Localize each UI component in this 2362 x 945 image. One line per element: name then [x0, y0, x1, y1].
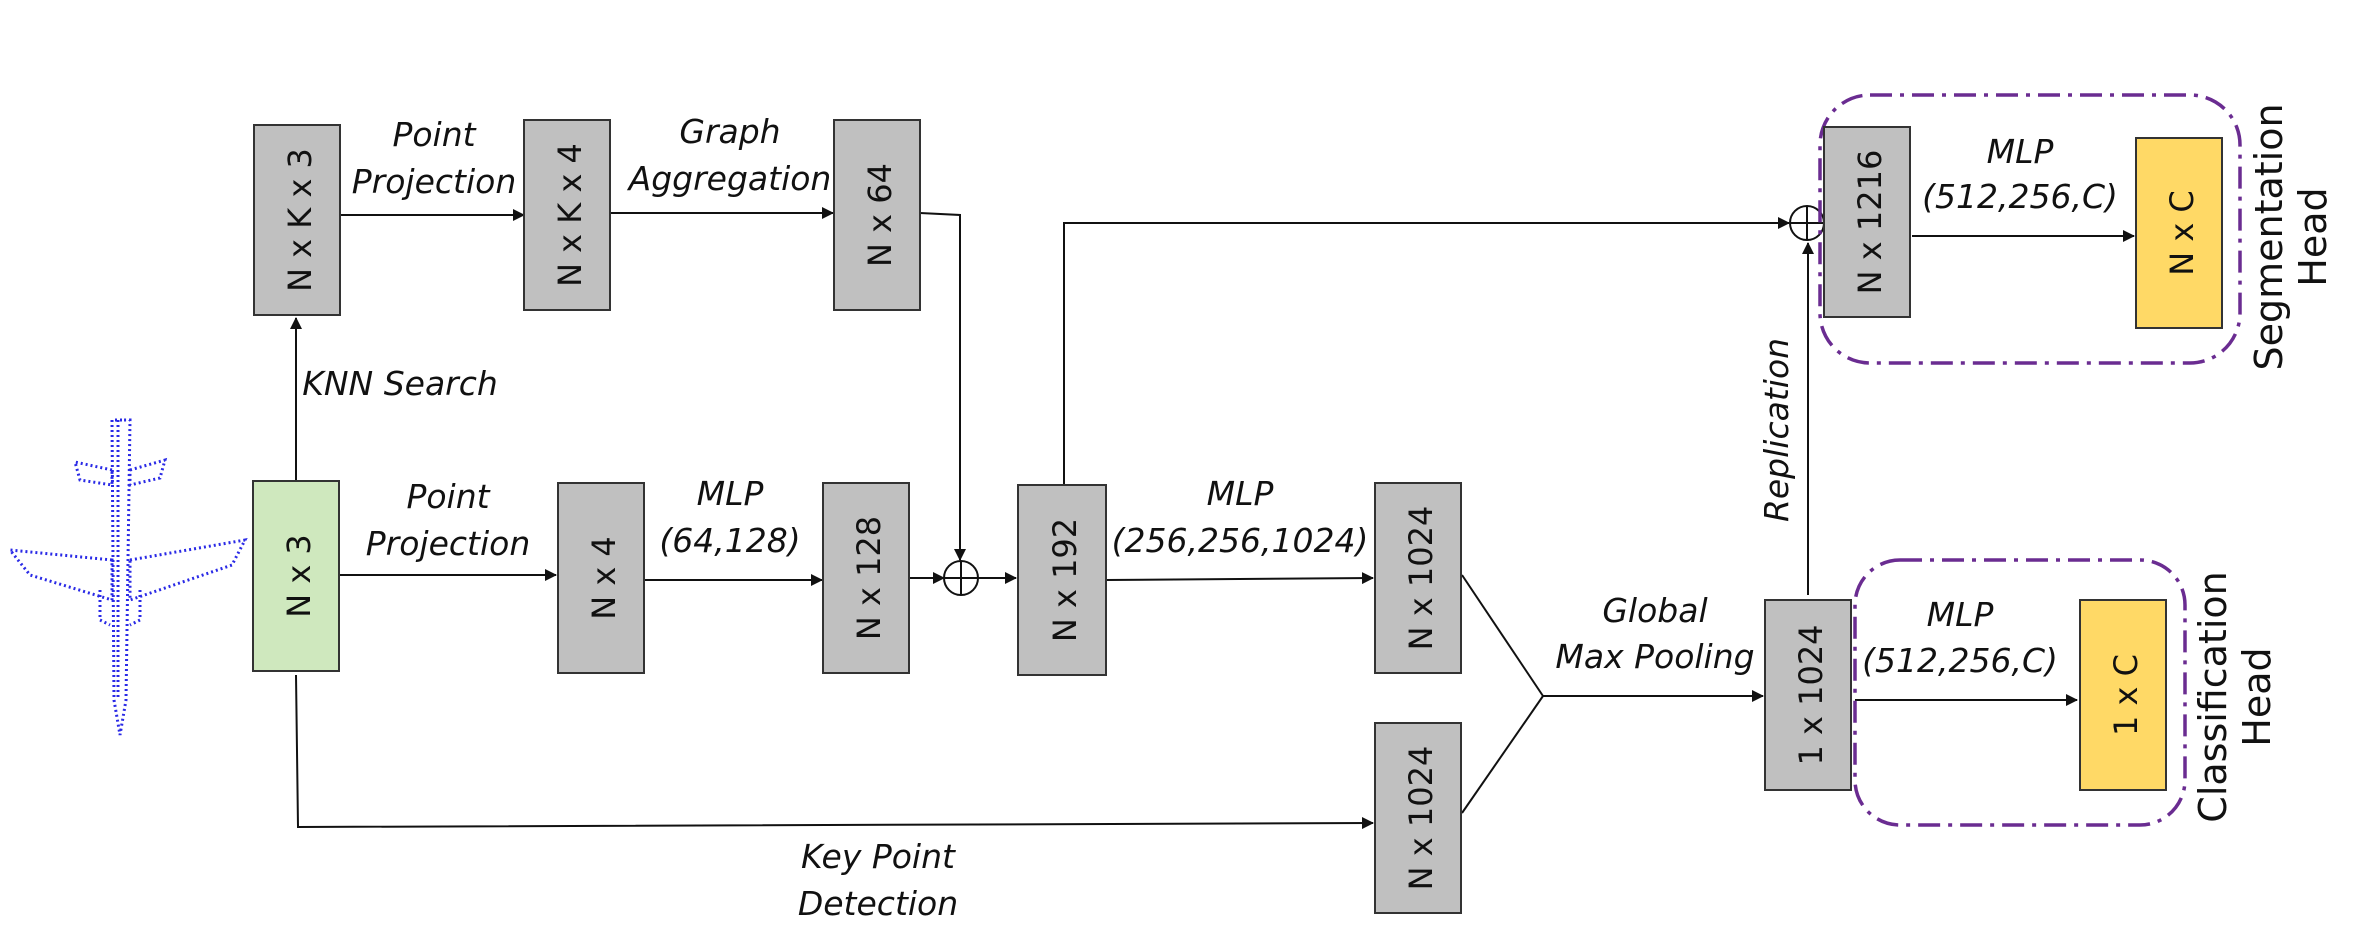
- block-n1216: N x 1216: [1823, 126, 1911, 318]
- edge-skip-to-seg: [1063, 217, 1790, 485]
- label-segmentation-head: Head: [2291, 187, 2335, 286]
- label-key-point: Key Point: [801, 837, 956, 876]
- block-nc-output: N x C: [2135, 137, 2223, 329]
- block-n1024a-label: N x 1024: [1402, 506, 1440, 651]
- label-graph-aggregation-1: Graph: [679, 112, 780, 151]
- edge-keypoint: [295, 674, 1374, 830]
- block-n64: N x 64: [833, 119, 921, 311]
- label-classification-head: Head: [2235, 647, 2279, 746]
- label-classification: Classification: [2191, 571, 2235, 822]
- edge-merge-upper: [1461, 574, 1544, 697]
- airplane-point-cloud-icon: [6, 418, 248, 736]
- block-n1024-feature: N x 1024: [1374, 482, 1462, 674]
- edge-mlp2: [1105, 572, 1374, 585]
- block-nkx3: N x K x 3: [253, 124, 341, 316]
- label-point-projection-top-1: Point: [392, 115, 476, 154]
- label-point-projection-top-2: Projection: [352, 162, 516, 201]
- block-n128: N x 128: [822, 482, 910, 674]
- label-mlp-1-params: (64,128): [659, 521, 800, 560]
- label-mlp-1: MLP: [697, 474, 764, 513]
- block-nkx4: N x K x 4: [523, 119, 611, 311]
- label-mlp-seg: MLP: [1987, 132, 2054, 171]
- label-max-pooling: Max Pooling: [1555, 637, 1754, 676]
- block-n1024-keypoint: N x 1024: [1374, 722, 1462, 914]
- concat-icon: [943, 560, 979, 596]
- label-mlp-cls: MLP: [1927, 595, 1994, 634]
- block-nc-label: N x C: [2163, 190, 2201, 276]
- block-1xc-label: 1 x C: [2107, 654, 2145, 736]
- block-n192: N x 192: [1017, 484, 1107, 676]
- label-global: Global: [1602, 591, 1707, 630]
- block-n4: N x 4: [557, 482, 645, 674]
- label-replication: Replication: [1757, 338, 1796, 522]
- block-n64-label: N x 64: [861, 163, 899, 267]
- label-segmentation: Segmentation: [2247, 103, 2291, 370]
- block-1x1024-label: 1 x 1024: [1792, 624, 1830, 765]
- block-1x1024-global: 1 x 1024: [1764, 599, 1852, 791]
- label-point-projection-mid-2: Projection: [366, 524, 530, 563]
- block-n1216-label: N x 1216: [1851, 150, 1889, 295]
- block-nkx4-label: N x K x 4: [551, 143, 589, 287]
- block-1xc-output: 1 x C: [2079, 599, 2167, 791]
- block-nkx3-label: N x K x 3: [281, 148, 319, 292]
- block-n3-label: N x 3: [280, 534, 318, 618]
- label-mlp-2-params: (256,256,1024): [1112, 521, 1369, 560]
- edge-graph-to-concat: [919, 212, 966, 561]
- edge-merge-lower: [1461, 695, 1544, 814]
- segmentation-head-box: [1818, 93, 2242, 365]
- label-mlp-2: MLP: [1207, 474, 1274, 513]
- label-point-projection-mid-1: Point: [406, 477, 490, 516]
- edges: [290, 207, 2135, 830]
- block-n3-input: N x 3: [252, 480, 340, 672]
- label-knn-search: KNN Search: [302, 364, 498, 403]
- label-mlp-cls-params: (512,256,C): [1862, 641, 2058, 680]
- label-detection: Detection: [798, 884, 958, 923]
- block-n1024b-label: N x 1024: [1402, 746, 1440, 891]
- label-mlp-seg-params: (512,256,C): [1922, 177, 2118, 216]
- block-n128-label: N x 128: [850, 516, 888, 640]
- block-n4-label: N x 4: [585, 536, 623, 620]
- label-graph-aggregation-2: Aggregation: [627, 159, 832, 198]
- classification-head-box: [1853, 558, 2187, 827]
- block-n192-label: N x 192: [1046, 518, 1084, 642]
